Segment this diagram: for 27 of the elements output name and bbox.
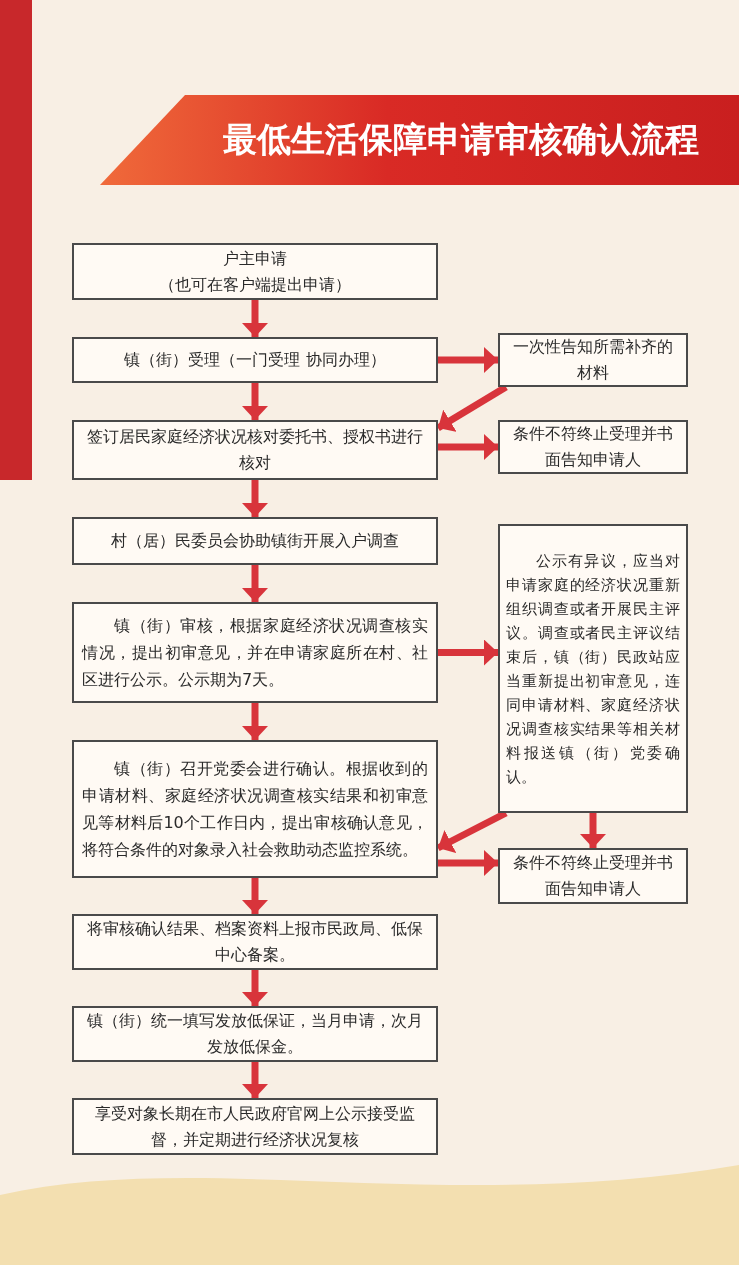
process-box: 镇（街）审核，根据家庭经济状况调查核实情况，提出初审意见，并在申请家庭所在村、社区进行公示。公示期为7天。	[72, 602, 438, 703]
process-box: 户主申请 （也可在客户端提出申请）	[72, 243, 438, 300]
process-box: 条件不符终止受理并书面告知申请人	[498, 420, 688, 474]
process-box: 村（居）民委员会协助镇街开展入户调查	[72, 517, 438, 565]
arrow	[438, 639, 498, 666]
process-box: 一次性告知所需补齐的材料	[498, 333, 688, 387]
arrow	[438, 347, 498, 373]
process-box: 镇（街）召开党委会进行确认。根据收到的申请材料、家庭经济状况调查核实结果和初审意见等材料后10个工作日内，提出审核确认意见，将符合条件的对象录入社会救助动态监控系统。	[72, 740, 438, 878]
arrow	[242, 480, 268, 517]
arrow	[242, 565, 268, 602]
process-box: 将审核确认结果、档案资料上报市民政局、低保中心备案。	[72, 914, 438, 970]
arrow	[580, 813, 606, 848]
process-box: 享受对象长期在市人民政府官网上公示接受监督，并定期进行经济状况复核	[72, 1098, 438, 1155]
process-box: 镇（街）受理（一门受理 协同办理）	[72, 337, 438, 383]
process-box: 镇（街）统一填写发放低保证，当月申请，次月发放低保金。	[72, 1006, 438, 1062]
arrow	[242, 878, 268, 914]
arrow	[242, 703, 268, 740]
title-banner: 最低生活保障申请审核确认流程	[100, 95, 739, 185]
process-box: 公示有异议，应当对申请家庭的经济状况重新组织调查或者开展民主评议。调查或者民主评议结束后，镇（街）民政站应当重新提出初审意见，连同申请材料、家庭经济状况调查核实结果等相关材料报送镇（街）党委确认。	[498, 524, 688, 813]
arrow	[438, 850, 498, 876]
process-box: 签订居民家庭经济状况核对委托书、授权书进行核对	[72, 420, 438, 480]
process-box: 条件不符终止受理并书面告知申请人	[498, 848, 688, 904]
arrow	[242, 383, 268, 420]
arrow	[242, 1062, 268, 1098]
arrow	[438, 434, 498, 460]
arrow	[242, 970, 268, 1006]
arrow	[242, 300, 268, 337]
